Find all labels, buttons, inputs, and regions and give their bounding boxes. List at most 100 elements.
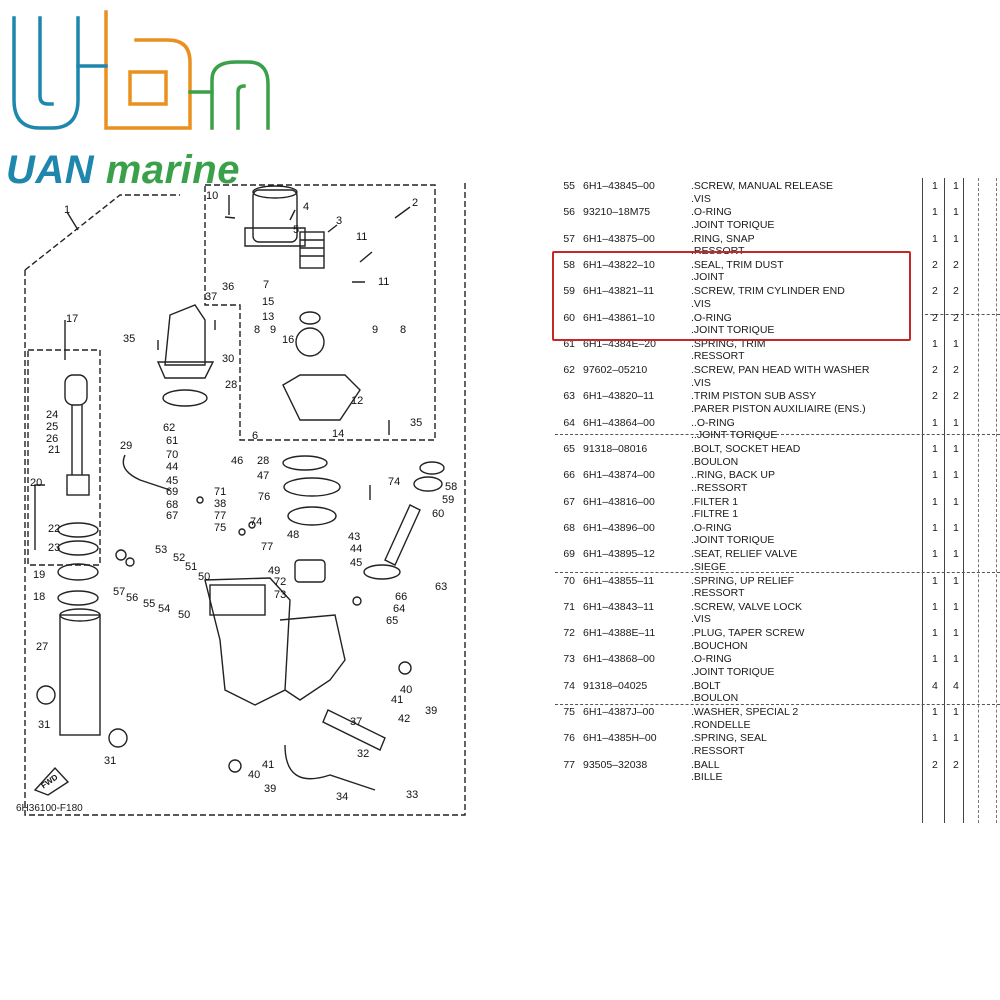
diagram-code: 6H36100-F180 [16, 803, 83, 814]
callout-17: 17 [66, 313, 78, 325]
callout-28b: 28 [257, 455, 269, 467]
callout-58: 58 [445, 481, 457, 493]
callout-41b: 41 [262, 759, 274, 771]
part-ref: 62 [563, 364, 575, 377]
part-description: .BOLT, SOCKET HEAD.BOULON [691, 443, 800, 468]
part-ref: 64 [563, 416, 575, 429]
part-description-en: .SCREW, MANUAL RELEASE [691, 180, 833, 192]
part-description: .PLUG, TAPER SCREW.BOUCHON [691, 627, 804, 652]
part-ref: 60 [563, 311, 575, 324]
part-description: .SCREW, PAN HEAD WITH WASHER.VIS [691, 364, 870, 389]
part-qty-2: 1 [953, 443, 959, 455]
part-qty-1: 1 [932, 180, 938, 192]
group-separator [555, 704, 1000, 705]
part-qty-2: 1 [953, 206, 959, 219]
highlight-box [552, 251, 911, 341]
callout-40a: 40 [400, 684, 412, 696]
callout-50a: 50 [198, 571, 210, 583]
part-description: .SPRING, SEAL.RESSORT [691, 732, 767, 757]
part-description: .SPRING, TRIM.RESSORT [691, 338, 765, 363]
callout-70: 70 [166, 449, 178, 461]
part-qty-2: 1 [953, 337, 959, 350]
callout-44b: 44 [350, 543, 362, 555]
part-description-fr: .RESSORT [691, 587, 745, 599]
callout-10: 10 [206, 190, 218, 202]
part-description-fr: ..JOINT TORIQUE [691, 429, 778, 442]
part-number: 91318–08016 [583, 443, 648, 455]
callout-31a: 31 [38, 719, 50, 731]
part-qty-2: 1 [953, 416, 959, 429]
callout-51: 51 [185, 561, 197, 573]
exploded-parts-diagram: 1 2 3 4 5 6 7 8 8 9 9 10 11 11 12 13 14 … [24, 180, 466, 816]
part-number: 6H1–43822–10 [583, 258, 655, 271]
callout-36: 36 [222, 281, 234, 293]
part-number: 6H1–4388E–11 [583, 627, 656, 640]
fwd-label: FWD [39, 772, 59, 790]
part-ref: 68 [563, 521, 575, 534]
callout-47: 47 [257, 470, 269, 482]
company-logo [12, 10, 270, 130]
callout-72: 72 [274, 576, 286, 588]
callout-37b: 37 [350, 716, 362, 728]
part-number: 6H1–43868–00 [583, 653, 655, 666]
callout-25: 25 [46, 421, 58, 433]
callout-23: 23 [48, 542, 60, 554]
part-number: 6H1–43896–00 [583, 521, 655, 534]
part-description-fr: .RONDELLE [691, 718, 751, 731]
callout-29: 29 [120, 440, 132, 452]
part-number: 91318–04025 [583, 679, 648, 692]
callout-38: 38 [214, 498, 226, 510]
part-description-en: ..RING, BACK UP [691, 469, 776, 482]
part-qty-1: 1 [932, 521, 938, 534]
part-qty-1: 1 [932, 706, 938, 718]
callout-18: 18 [33, 591, 45, 603]
callout-9b: 9 [372, 324, 378, 336]
part-number: 6H1–43861–10 [583, 311, 655, 324]
part-description-fr: .VIS [691, 613, 711, 626]
callout-26: 26 [46, 433, 58, 445]
callout-24: 24 [46, 409, 58, 421]
callout-62: 62 [163, 422, 175, 434]
part-qty-1: 1 [932, 469, 938, 482]
part-number: 6H1–43874–00 [583, 469, 655, 482]
part-qty-1: 1 [932, 653, 938, 666]
part-qty-1: 2 [932, 311, 938, 324]
callout-69: 69 [166, 486, 178, 498]
part-description-en: .SCREW, PAN HEAD WITH WASHER [691, 364, 870, 377]
part-number: 93210–18M75 [583, 206, 651, 219]
callout-75: 75 [214, 522, 226, 534]
part-ref: 70 [563, 574, 575, 587]
part-qty-1: 2 [932, 758, 938, 771]
part-number: 93505–32038 [583, 758, 648, 771]
part-number: 97602–05210 [583, 364, 648, 377]
callout-46: 46 [231, 455, 243, 467]
group-separator [555, 434, 1000, 435]
part-description-en: .SPRING, SEAL [691, 732, 767, 745]
part-qty-2: 2 [953, 390, 959, 403]
part-description-fr: .BOULON [691, 455, 739, 468]
part-qty-1: 1 [932, 600, 938, 613]
part-description-en: .SEAL, TRIM DUST [691, 258, 784, 271]
part-description-en: ..O-RING [691, 416, 735, 429]
part-description-fr: .JOINT TORIQUE [691, 665, 775, 678]
part-qty-2: 1 [953, 495, 959, 508]
callout-39a: 39 [425, 705, 437, 717]
part-ref: 77 [563, 758, 575, 771]
part-qty-2: 1 [953, 706, 959, 718]
part-description-fr: .JOINT TORIQUE [691, 534, 775, 547]
callout-6: 6 [252, 430, 258, 442]
part-ref: 73 [563, 653, 575, 666]
part-qty-1: 2 [932, 285, 938, 298]
callout-8b: 8 [400, 324, 406, 336]
part-description-en: .BOLT [691, 679, 721, 692]
callout-59: 59 [442, 494, 454, 506]
part-description-fr: .BOULON [691, 692, 739, 705]
